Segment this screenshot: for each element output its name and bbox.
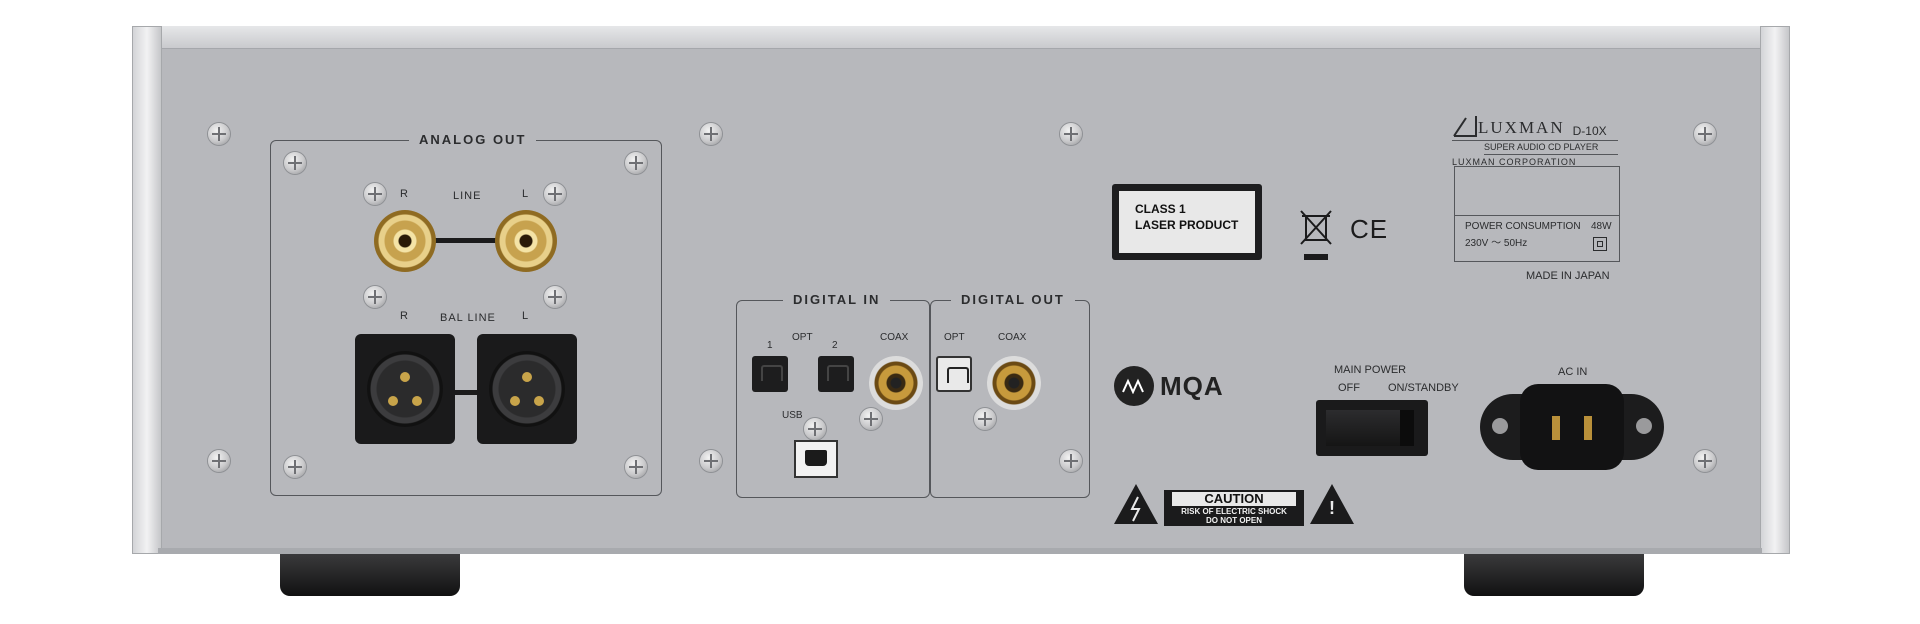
made-in-label: MADE IN JAPAN <box>1526 270 1610 282</box>
ce-mark-icon: CE <box>1350 214 1389 244</box>
bal-line-label: BAL LINE <box>440 312 496 324</box>
screw-icon <box>860 408 882 430</box>
digital-in-title: DIGITAL IN <box>783 292 891 307</box>
main-power-switch[interactable] <box>1316 400 1428 456</box>
usb-port[interactable] <box>794 440 838 478</box>
caution-line-1: RISK OF ELECTRIC SHOCK <box>1181 507 1287 516</box>
screw-icon <box>208 450 230 472</box>
laser-class-text: CLASS 1 <box>1135 202 1186 216</box>
usb-label: USB <box>782 410 803 421</box>
screw-icon <box>284 456 306 478</box>
line-label: LINE <box>453 190 482 202</box>
power-consumption-label: POWER CONSUMPTION <box>1465 221 1581 232</box>
xlr-bal-l-connector[interactable] <box>477 334 577 444</box>
product-type: SUPER AUDIO CD PLAYER <box>1484 142 1618 155</box>
power-spec-text: 230V ～ 50Hz <box>1465 238 1528 249</box>
coax-in-jack[interactable] <box>869 356 923 410</box>
laser-product-text: LASER PRODUCT <box>1135 218 1239 232</box>
coax-out-jack[interactable] <box>987 356 1041 410</box>
bal-r-label: R <box>400 310 409 322</box>
brand-name: LUXMAN <box>1478 118 1565 137</box>
exclamation-glyph: ! <box>1329 498 1335 518</box>
opt-2-label: 2 <box>832 340 838 351</box>
power-consumption-value: 48W <box>1591 221 1612 232</box>
analog-out-panel: ANALOG OUT <box>270 132 662 496</box>
weee-bin-icon <box>1300 210 1332 260</box>
optical-in-1-port[interactable] <box>752 356 788 392</box>
lightning-warning-icon <box>1114 484 1158 524</box>
caution-title: CAUTION <box>1172 492 1296 506</box>
line-r-label: R <box>400 188 409 200</box>
screw-icon <box>700 123 722 145</box>
screw-icon <box>208 123 230 145</box>
optical-in-2-port[interactable] <box>818 356 854 392</box>
laser-class-label: CLASS 1 LASER PRODUCT <box>1112 184 1262 260</box>
screw-icon <box>625 152 647 174</box>
screw-icon <box>1060 450 1082 472</box>
screw-icon <box>625 456 647 478</box>
ac-inlet-socket[interactable] <box>1480 384 1664 470</box>
model-name: D-10X <box>1572 124 1607 138</box>
digital-in-panel: DIGITAL IN <box>736 292 930 498</box>
digital-out-coax-label: COAX <box>998 332 1027 343</box>
ac-in-label: AC IN <box>1558 366 1588 378</box>
power-off-label: OFF <box>1338 382 1360 394</box>
analog-out-title: ANALOG OUT <box>409 132 537 147</box>
digital-out-title: DIGITAL OUT <box>951 292 1075 307</box>
brand-block: LUXMAN D-10X SUPER AUDIO CD PLAYER LUXMA… <box>1452 114 1618 167</box>
screw-icon <box>1060 123 1082 145</box>
bal-l-label: L <box>522 310 530 322</box>
power-spec-box: POWER CONSUMPTION 48W 230V ～ 50Hz <box>1454 166 1620 262</box>
screw-icon <box>364 286 386 308</box>
mqa-badge: MQA <box>1114 366 1224 406</box>
main-power-label: MAIN POWER <box>1334 364 1407 376</box>
screw-icon <box>974 408 996 430</box>
double-insulation-icon <box>1593 237 1607 251</box>
xlr-bal-r-connector[interactable] <box>355 334 455 444</box>
rca-line-l-jack[interactable] <box>495 210 557 272</box>
caution-label: CAUTION RISK OF ELECTRIC SHOCK DO NOT OP… <box>1164 490 1304 526</box>
screw-icon <box>284 152 306 174</box>
screw-icon <box>1694 450 1716 472</box>
screw-icon <box>364 183 386 205</box>
optical-out-port[interactable] <box>936 356 972 392</box>
left-side-panel <box>132 26 162 554</box>
line-l-label: L <box>522 188 530 200</box>
mqa-text: MQA <box>1160 370 1224 401</box>
left-foot <box>280 554 460 596</box>
opt-1-label: 1 <box>767 340 773 351</box>
right-foot <box>1464 554 1644 596</box>
digital-in-coax-label: COAX <box>880 332 909 343</box>
chassis-rear-panel <box>134 26 1788 553</box>
digital-out-opt-label: OPT <box>944 332 965 343</box>
rca-line-r-jack[interactable] <box>374 210 436 272</box>
luxman-logo-icon <box>1453 116 1477 137</box>
corporation-name: LUXMAN CORPORATION <box>1452 157 1577 167</box>
screw-icon <box>700 450 722 472</box>
digital-out-panel: DIGITAL OUT <box>930 292 1090 498</box>
mqa-logo-icon <box>1114 366 1154 406</box>
screw-icon <box>804 418 826 440</box>
bottom-edge <box>158 548 1762 554</box>
xlr-link-bar <box>455 390 481 395</box>
screw-icon <box>1694 123 1716 145</box>
screw-icon <box>544 183 566 205</box>
digital-in-opt-label: OPT <box>792 332 813 343</box>
screw-icon <box>544 286 566 308</box>
top-rail <box>158 26 1762 49</box>
rca-link-bar <box>430 238 500 243</box>
power-on-standby-label: ON/STANDBY <box>1388 382 1459 394</box>
exclamation-warning-icon: ! <box>1310 484 1354 524</box>
caution-line-2: DO NOT OPEN <box>1205 516 1262 525</box>
right-side-panel <box>1760 26 1790 554</box>
